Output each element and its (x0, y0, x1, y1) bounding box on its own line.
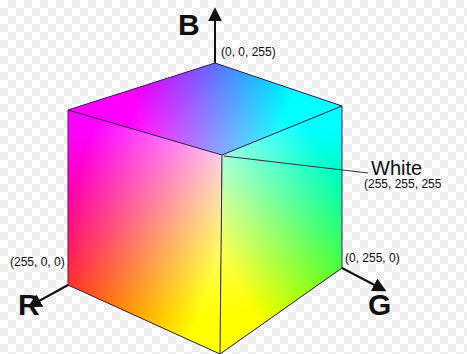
axis-letter: B (178, 8, 200, 41)
coordinate-label: (255, 255, 255 (364, 178, 441, 191)
coordinate-label: (0, 255, 0) (345, 252, 400, 265)
coordinate-label: (255, 0, 0) (10, 256, 65, 269)
right-face (220, 106, 342, 354)
axis-letter: G (368, 288, 391, 321)
g-axis (342, 268, 384, 290)
left-face (68, 110, 222, 354)
coordinate-label: (0, 0, 255) (221, 46, 276, 59)
cube-edges (68, 63, 342, 354)
axis-letter: R (18, 288, 40, 321)
b-axis (214, 10, 216, 63)
leader-line (224, 156, 368, 173)
color-name: White (371, 157, 422, 179)
